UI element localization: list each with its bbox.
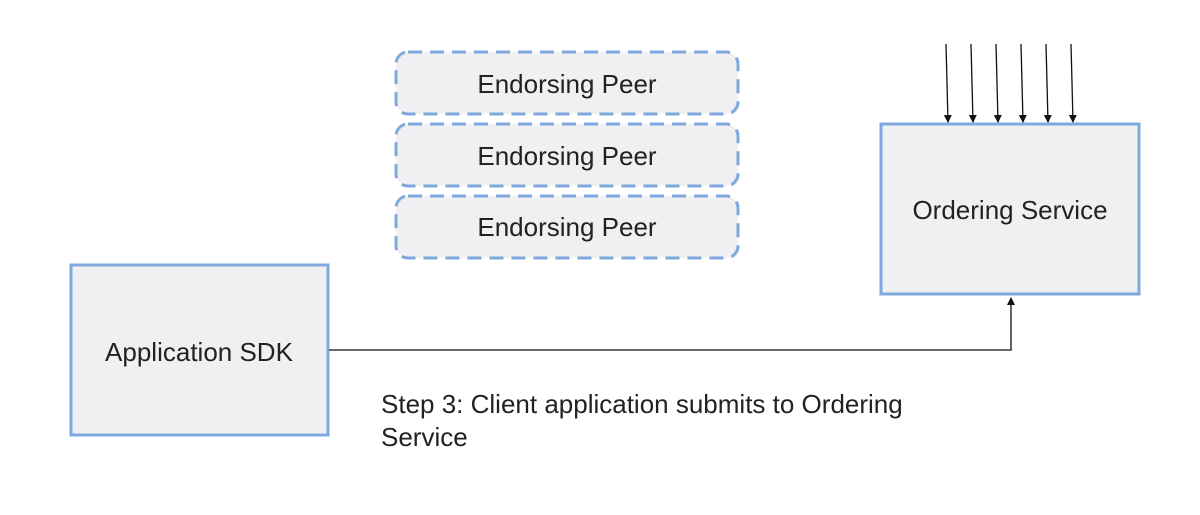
ordering-service-label: Ordering Service xyxy=(912,195,1107,225)
endorsing-peer-1: Endorsing Peer xyxy=(394,50,740,116)
incoming-arrow-6 xyxy=(1068,43,1077,123)
endorsing-peer-1-label: Endorsing Peer xyxy=(477,69,657,99)
endorsing-peer-3-label: Endorsing Peer xyxy=(477,212,657,242)
incoming-arrows xyxy=(943,43,1077,123)
application-sdk-label: Application SDK xyxy=(105,337,294,367)
ordering-service: Ordering Service xyxy=(879,122,1141,296)
application-sdk: Application SDK xyxy=(69,263,330,437)
incoming-arrow-2 xyxy=(968,43,977,123)
incoming-arrow-4 xyxy=(1018,43,1027,123)
step-caption: Step 3: Client application submits to Or… xyxy=(381,389,903,452)
incoming-arrow-1 xyxy=(943,43,952,123)
endorsing-peer-3: Endorsing Peer xyxy=(394,194,740,260)
endorsing-peer-2: Endorsing Peer xyxy=(394,122,740,188)
endorsing-peer-2-label: Endorsing Peer xyxy=(477,141,657,171)
submit-connector-arrow xyxy=(329,297,1015,351)
incoming-arrow-3 xyxy=(993,43,1002,123)
incoming-arrow-5 xyxy=(1043,43,1052,123)
